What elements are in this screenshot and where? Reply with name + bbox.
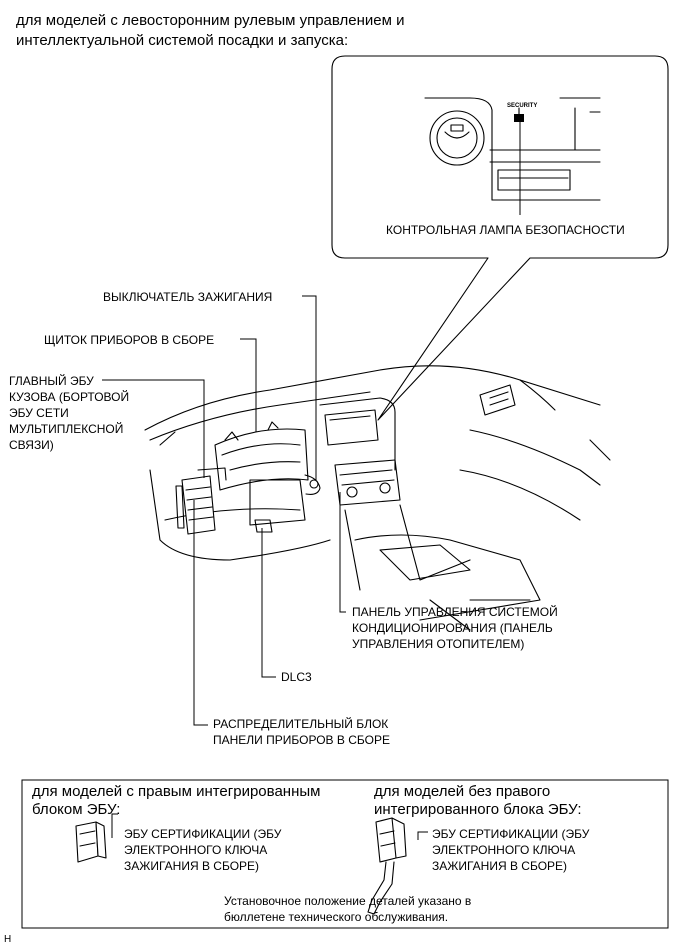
ac-panel-label-line-2: КОНДИЦИОНИРОВАНИЯ (ПАНЕЛЬ	[352, 621, 553, 635]
left-ecu-label-line-3: ЗАЖИГАНИЯ В СБОРЕ)	[124, 859, 260, 873]
footer-mark: H	[4, 934, 12, 945]
ac-panel-label-line-1: ПАНЕЛЬ УПРАВЛЕНИЯ СИСТЕМОЙ	[352, 605, 558, 619]
dlc3-leader	[261, 528, 276, 678]
main-body-ecu-label-line-3: ЭБУ СЕТИ	[9, 406, 69, 420]
right-ecu-label-line-3: ЗАЖИГАНИЯ В СБОРЕ)	[432, 859, 568, 873]
junction-block-label-line-2: ПАНЕЛИ ПРИБОРОВ В СБОРЕ	[213, 733, 390, 747]
junction-block-label-line-1: РАСПРЕДЕЛИТЕЛЬНЫЙ БЛОК	[213, 717, 389, 731]
right-variant-header-line-2: интегрированного блока ЭБУ:	[374, 801, 582, 818]
service-note-line-2: бюллетене технического обслуживания.	[224, 910, 449, 924]
certification-ecu-left-drawing	[75, 821, 107, 863]
security-indicator-detail	[424, 97, 601, 201]
right-ecu-label-line-2: ЭЛЕКТРОННОГО КЛЮЧА	[432, 843, 576, 857]
bottom-info-box	[21, 779, 669, 929]
dashboard-illustration	[144, 365, 611, 631]
dlc3-label: DLC3	[281, 670, 312, 684]
left-ecu-label-line-1: ЭБУ СЕРТИФИКАЦИИ (ЭБУ	[124, 827, 282, 841]
left-variant-header-line-2: блоком ЭБУ:	[32, 801, 121, 818]
ignition-switch-label: ВЫКЛЮЧАТЕЛЬ ЗАЖИГАНИЯ	[103, 290, 273, 304]
header-line-2: интеллектуальной системой посадки и запу…	[16, 32, 349, 49]
header-line-1: для моделей с левосторонним рулевым упра…	[16, 12, 405, 29]
service-note-line-1: Установочное положение деталей указано в	[224, 894, 472, 908]
main-body-ecu-label-line-1: ГЛАВНЫЙ ЭБУ	[9, 374, 94, 388]
main-body-ecu-label-line-5: СВЯЗИ)	[9, 438, 54, 452]
security-indicator-text: SECURITY	[507, 103, 538, 109]
left-variant-header-line-1: для моделей с правым интегрированным	[32, 783, 321, 800]
right-variant-header-line-1: для моделей без правого	[374, 783, 551, 800]
right-ecu-label-line-1: ЭБУ СЕРТИФИКАЦИИ (ЭБУ	[432, 827, 590, 841]
ignition-switch-leader	[302, 295, 317, 480]
ac-panel-label-line-3: УПРАВЛЕНИЯ ОТОПИТЕЛЕМ)	[352, 637, 525, 651]
combination-meter-leader	[240, 338, 257, 432]
security-lamp-icon	[514, 114, 524, 122]
combination-meter-label: ЩИТОК ПРИБОРОВ В СБОРЕ	[44, 333, 215, 347]
main-body-ecu-leader	[102, 379, 205, 478]
left-ecu-label-line-2: ЭЛЕКТРОННОГО КЛЮЧА	[124, 843, 268, 857]
right-ecu-leader	[417, 831, 428, 840]
certification-ecu-right-drawing	[367, 817, 407, 915]
main-body-ecu-label-line-4: МУЛЬТИПЛЕКСНОЙ	[9, 422, 124, 436]
left-ecu-leader	[111, 813, 118, 838]
junction-block-leader	[193, 500, 208, 726]
leader-lines	[102, 295, 346, 726]
security-lamp-label: КОНТРОЛЬНАЯ ЛАМПА БЕЗОПАСНОСТИ	[386, 223, 625, 237]
ac-panel-leader	[339, 492, 346, 613]
callout-bubble	[331, 55, 669, 421]
main-body-ecu-label-line-2: КУЗОВА (БОРТОВОЙ	[9, 390, 130, 404]
